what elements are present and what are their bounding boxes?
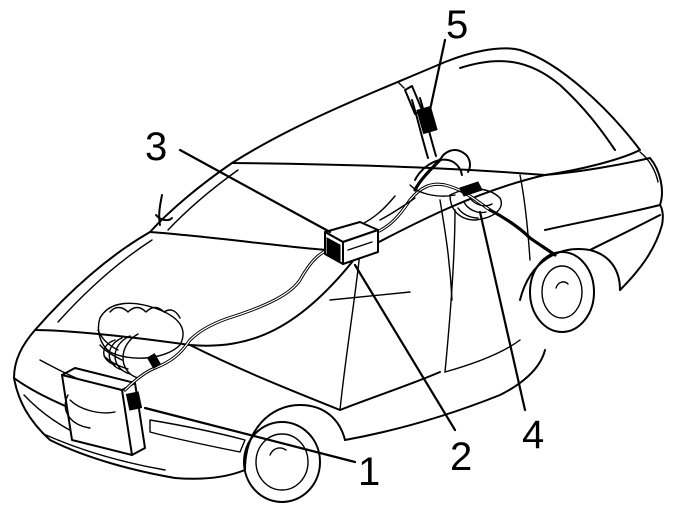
callout-2: 2 — [450, 435, 472, 479]
rear-module-4 — [449, 181, 502, 221]
leader-line-3 — [178, 148, 332, 234]
callout-4: 4 — [522, 413, 544, 457]
filler-pipe-5 — [397, 81, 438, 159]
leader-line-2 — [353, 263, 457, 432]
leader-lines — [143, 38, 527, 464]
callout-1: 1 — [358, 450, 380, 494]
front-module-1 — [61, 367, 146, 456]
engine-coil-springs — [103, 333, 139, 379]
callout-3: 3 — [145, 125, 167, 169]
leader-line-1 — [143, 406, 357, 464]
leader-line-5 — [428, 38, 447, 112]
wiring-harness — [123, 158, 557, 392]
callout-5: 5 — [446, 3, 468, 47]
control-unit — [324, 221, 379, 265]
seat-assembly — [409, 149, 471, 197]
leader-line-4 — [478, 210, 527, 412]
